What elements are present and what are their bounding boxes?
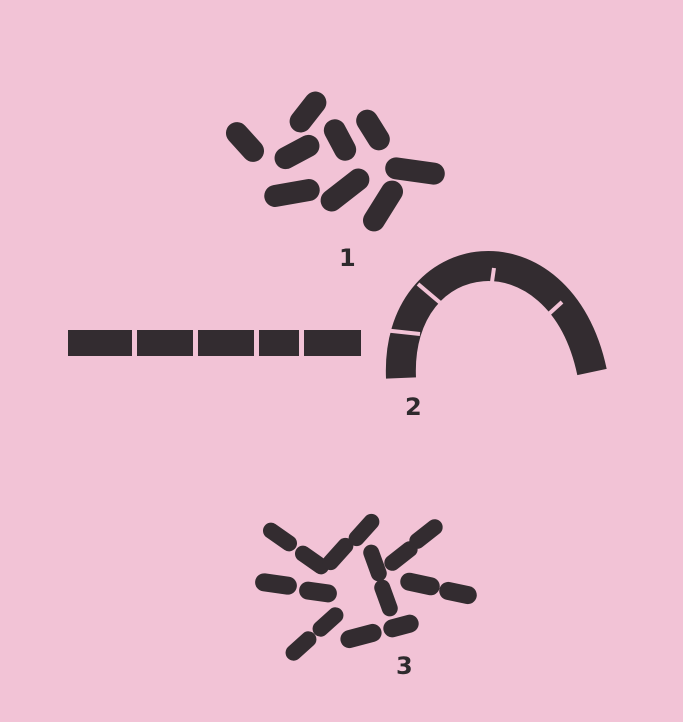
rod-cell (381, 613, 420, 640)
rod-cell (399, 571, 442, 597)
rod-cluster-1 (221, 87, 446, 235)
figure-label-2: 2 (405, 395, 422, 419)
rod-cell (372, 577, 400, 618)
figure-label-3: 3 (396, 654, 413, 678)
curved-chain (383, 266, 592, 378)
rod-cell (271, 131, 324, 173)
rod-cell (338, 622, 383, 650)
rod-cluster-3 (254, 511, 479, 664)
figure-label-1: 1 (339, 246, 356, 270)
rod-cell (263, 177, 322, 208)
chain-cell (304, 330, 361, 356)
chain-cell (259, 330, 299, 356)
rod-cell (221, 118, 268, 167)
rod-cell (254, 572, 298, 596)
curved-chain-body (401, 266, 592, 378)
rod-cell (345, 511, 382, 550)
chain-cell (137, 330, 193, 356)
rod-cell (352, 106, 394, 155)
rod-cell (406, 516, 446, 552)
rod-cell (438, 580, 479, 606)
rod-cell (316, 164, 374, 216)
straight-chain (68, 330, 361, 356)
rod-cell (320, 115, 360, 164)
chain-cell (198, 330, 254, 356)
rod-cell (260, 520, 300, 555)
rod-cell (298, 580, 338, 603)
chain-cell (68, 330, 132, 356)
